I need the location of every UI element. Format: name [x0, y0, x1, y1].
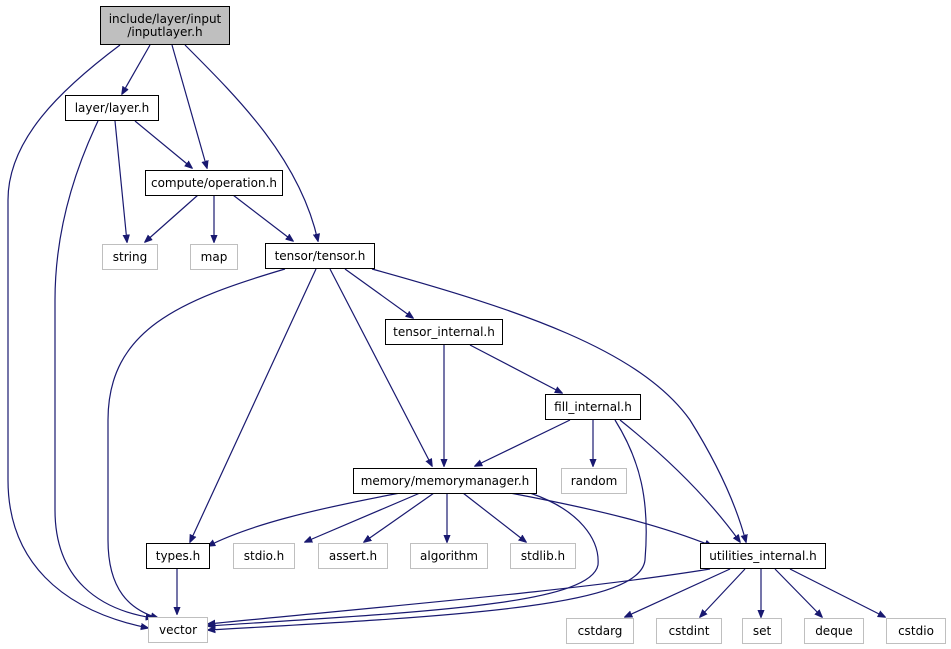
- edge-inputlayer-to-vector: [7, 44, 148, 628]
- edge-memorymanager-to-stdlib: [462, 492, 526, 542]
- edge-operation-to-tensor: [232, 194, 293, 241]
- node-tensor-h[interactable]: tensor/tensor.h: [265, 243, 375, 269]
- edge-inputlayer-to-operation: [171, 44, 207, 168]
- node-algorithm: algorithm: [410, 543, 488, 569]
- edge-layer-to-vector: [54, 120, 153, 618]
- node-stdlib-h: stdlib.h: [510, 543, 576, 569]
- node-map: map: [190, 244, 238, 270]
- edge-memorymanager-to-utilities: [509, 492, 712, 546]
- edge-fill-to-memorymanager: [475, 419, 571, 466]
- node-operation-h[interactable]: compute/operation.h: [145, 170, 283, 196]
- edge-memorymanager-to-vector: [208, 492, 599, 626]
- edge-utilities-to-deque: [774, 568, 822, 617]
- edge-tensor-internal-to-fill: [469, 344, 562, 393]
- edge-layer-to-string: [114, 120, 127, 242]
- node-stdio-h: stdio.h: [233, 543, 295, 569]
- node-inputlayer-h-line1: include/layer/input: [108, 11, 222, 26]
- edge-tensor-to-types: [190, 268, 317, 542]
- edge-utilities-to-cstdint: [700, 568, 746, 617]
- node-string: string: [102, 244, 158, 270]
- edge-utilities-to-cstdarg: [625, 568, 731, 617]
- node-utilities-internal-h[interactable]: utilities_internal.h: [700, 543, 826, 569]
- node-deque: deque: [804, 618, 864, 644]
- node-tensor-internal-h[interactable]: tensor_internal.h: [385, 319, 503, 345]
- node-random: random: [561, 468, 627, 494]
- node-fill-internal-h[interactable]: fill_internal.h: [545, 394, 641, 420]
- edge-fill-to-vector: [208, 419, 647, 630]
- edge-utilities-to-vector: [208, 568, 711, 624]
- edge-tensor-to-vector: [107, 268, 286, 618]
- node-inputlayer-h[interactable]: include/layer/input /inputlayer.h: [100, 6, 230, 45]
- node-cstdio: cstdio: [886, 618, 946, 644]
- node-cstdarg: cstdarg: [566, 618, 634, 644]
- edge-inputlayer-to-tensor: [184, 44, 318, 241]
- edge-utilities-to-cstdio: [789, 568, 885, 617]
- edge-operation-to-string: [145, 194, 199, 242]
- node-types-h[interactable]: types.h: [146, 543, 210, 569]
- edge-layer-to-operation: [134, 120, 192, 168]
- edge-tensor-to-tensor-internal: [344, 268, 413, 318]
- edge-tensor-to-utilities: [371, 268, 746, 542]
- node-vector: vector: [148, 617, 208, 643]
- edge-memorymanager-to-stdio: [305, 492, 421, 542]
- node-inputlayer-h-line2: /inputlayer.h: [127, 24, 203, 39]
- edge-inputlayer-to-layer: [122, 44, 151, 94]
- node-layer-h[interactable]: layer/layer.h: [65, 95, 159, 121]
- edge-memorymanager-to-assert: [364, 492, 435, 542]
- node-cstdint: cstdint: [656, 618, 722, 644]
- edge-fill-to-utilities: [619, 419, 740, 542]
- edge-memorymanager-to-types: [208, 492, 401, 546]
- node-memorymanager-h[interactable]: memory/memorymanager.h: [353, 468, 537, 494]
- node-set: set: [742, 618, 782, 644]
- edge-tensor-to-memorymanager: [329, 268, 432, 466]
- node-assert-h: assert.h: [318, 543, 388, 569]
